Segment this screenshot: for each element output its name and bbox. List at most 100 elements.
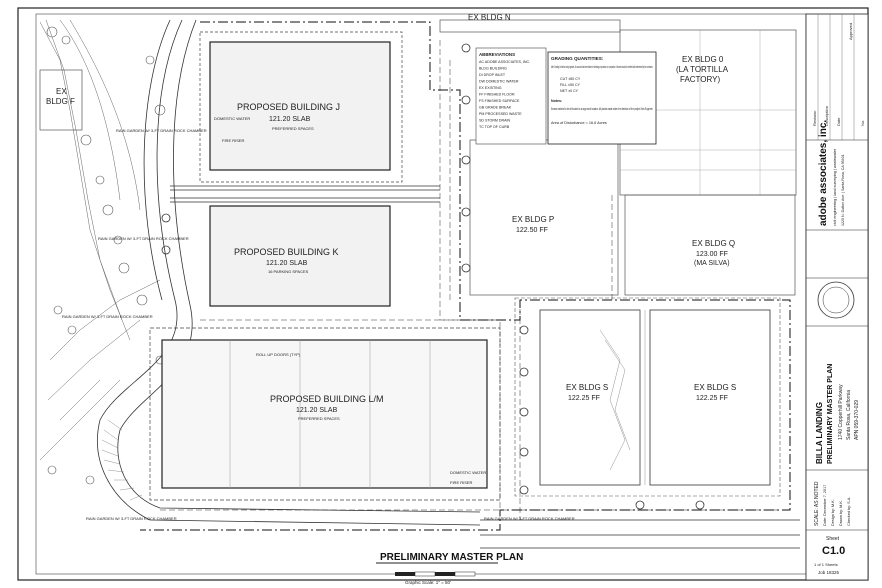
sheet-number: C1.0 xyxy=(822,545,845,557)
sheet-of: 1 of 1 Sheets xyxy=(814,562,838,567)
ex-bldg-s-left-name: EX BLDG S xyxy=(566,383,608,392)
building-k-name: PROPOSED BUILDING K xyxy=(234,247,339,257)
ex-bldg-n-outline xyxy=(439,19,621,33)
ex-bldg-p-name: EX BLDG P xyxy=(512,215,554,224)
existing-topo-lines xyxy=(39,19,161,461)
ex-bldg-f-label-2: BLDG F xyxy=(46,97,75,106)
ex-bldg-s-details xyxy=(599,310,646,485)
copperhill-parkway xyxy=(480,519,800,549)
domestic-water-callout: DOMESTIC WATER xyxy=(214,116,250,121)
ex-bldg-o-label-2: (LA TORTILLA xyxy=(676,65,729,74)
ex-bldg-s-setback xyxy=(514,297,781,497)
graphic-scale-label: Graphic Scale: 1" = 50' xyxy=(405,580,451,585)
ex-bldg-s-right-ff: 122.25 FF xyxy=(696,395,728,402)
firm-name: adobe associates, inc. xyxy=(818,120,829,226)
building-lm-outline xyxy=(161,339,488,489)
rain-garden-callout-4: RAIN GARDEN W/ 3-FT DRAIN ROCK CHAMBER xyxy=(86,516,177,521)
abbreviation-item: SD STORM DRAIN xyxy=(479,119,510,123)
graphic-scale-bar xyxy=(395,571,476,577)
date-value: Date: December 7, 2017 xyxy=(823,485,827,526)
abbreviation-item: AC ADOBE ASSOCIATES, INC. xyxy=(479,60,530,64)
building-j-spaces: PREFERRED SPACES xyxy=(272,126,314,131)
rollup-doors-callout: ROLL UP DOORS (TYP) xyxy=(256,352,301,357)
grading-net: NET ±0 CY xyxy=(560,89,579,93)
ex-bldg-f-label-1: EX xyxy=(56,87,67,96)
rain-garden-callout-1: RAIN GARDEN W/ 3-FT DRAIN ROCK CHAMBER xyxy=(116,128,207,133)
grading-notes-head: Notes: xyxy=(551,99,562,103)
ex-bldg-q-outline xyxy=(624,194,796,296)
parking-stripes-left xyxy=(101,419,143,501)
drive-aisle-lines xyxy=(170,185,440,203)
ex-bldg-s-left-ff: 122.25 FF xyxy=(568,395,600,402)
building-k-outline xyxy=(209,205,391,307)
grading-cut: CUT ±50 CY xyxy=(560,77,581,81)
ex-bldg-q-ff: 123.00 FF xyxy=(696,251,728,258)
building-j-setback xyxy=(199,31,403,183)
drawing-title: PRELIMINARY MASTER PLAN xyxy=(380,552,523,563)
abbreviations-list: AC ADOBE ASSOCIATES, INC. BLDG BUILDING DI… xyxy=(479,60,530,129)
ex-bldg-q-name: EX BLDG Q xyxy=(692,239,735,248)
checked-by: Checked by: S.A. xyxy=(847,497,851,526)
sheet-border xyxy=(17,7,869,581)
ex-bldg-p-ff: 122.50 FF xyxy=(516,227,548,234)
building-lm-spaces: PREFERRED SPACES xyxy=(298,416,340,421)
ex-bldg-n-label: EX BLDG N xyxy=(468,13,511,22)
sheet-label: Sheet xyxy=(826,536,840,542)
building-lm-slab: 121.20 SLAB xyxy=(296,407,338,414)
firm-subtitle: civil engineering | land surveying | was… xyxy=(833,148,837,226)
project-name: BILLA LANDING xyxy=(815,402,824,464)
ex-bldg-s-right-name: EX BLDG S xyxy=(694,383,736,392)
abbreviation-item: EX EXISTING xyxy=(479,86,502,90)
description-label: Description xyxy=(824,106,829,126)
abbreviations-box xyxy=(475,47,547,145)
building-k-spaces: 16 PARKING SPACES xyxy=(268,269,309,274)
ex-bldg-f-outline xyxy=(39,69,83,131)
ex-bldg-o-label-3: FACTORY) xyxy=(680,75,720,84)
drawing-frame xyxy=(35,13,807,575)
grading-area: Area of Disturbance = 16.6 Acres xyxy=(551,121,607,125)
abbreviation-item: DW DOMESTIC WATER xyxy=(479,80,519,84)
design-by: Design by: M.K. xyxy=(831,499,835,526)
approved-label: Approved xyxy=(848,23,853,40)
abbreviation-item: BLDG BUILDING xyxy=(479,67,507,71)
title-block xyxy=(805,13,869,581)
project-apn: APN 059-370-029 xyxy=(854,400,860,440)
manhole-symbols xyxy=(161,43,705,510)
abbreviations-heading: ABBREVIATIONS xyxy=(479,52,515,57)
grading-fill: FILL ±50 CY xyxy=(560,83,581,87)
project-address-2: Santa Rosa, California xyxy=(846,390,852,440)
job-number: Job 18325 xyxy=(818,570,840,575)
ex-bldg-q-sub: (MA SILVA) xyxy=(694,260,730,267)
engineer-seal xyxy=(817,281,855,319)
building-lm-grid xyxy=(229,340,431,488)
drawn-by: Drawn by: M.K. xyxy=(839,500,843,526)
no-label: No. xyxy=(860,120,865,126)
scale-note: SCALE: AS NOTED xyxy=(814,481,820,526)
domestic-water-callout-2: DOMESTIC WATER xyxy=(450,470,486,475)
abbreviation-item: DI DROP INLET xyxy=(479,73,506,77)
project-sheet-title: PRELIMINARY MASTER PLAN xyxy=(827,364,834,464)
fire-riser-callout-2: FIRE RISER xyxy=(450,480,473,485)
grading-note-1: After Grading is finished, adopt grades.… xyxy=(551,65,653,69)
building-j-name: PROPOSED BUILDING J xyxy=(237,102,340,112)
abbreviation-item: FS FINISHED SURFACE xyxy=(479,99,520,103)
rain-garden-callout-2: RAIN GARDEN W/ 3-FT DRAIN ROCK CHAMBER xyxy=(98,236,189,241)
grading-box xyxy=(547,51,657,145)
date-label: Date xyxy=(836,117,841,126)
abbreviation-item: GB GRADE BREAK xyxy=(479,106,512,110)
firm-address: 1220 N. Dutton Ave. | Santa Rosa, CA 954… xyxy=(841,154,845,226)
ex-bldg-s-right-outline xyxy=(649,309,771,486)
building-j-slab: 121.20 SLAB xyxy=(269,116,311,123)
abbreviation-item: TC TOP OF CURB xyxy=(479,125,510,129)
grading-heading: GRADING QUANTITIES: xyxy=(551,56,604,61)
rain-garden-callout-5: RAIN GARDEN W/ 3-FT DRAIN ROCK CHAMBER xyxy=(484,516,575,521)
building-lm-name: PROPOSED BUILDING L/M xyxy=(270,394,384,404)
project-address-1: 1740 Copperhill Parkway xyxy=(838,384,844,440)
abbreviation-item: PM PROCESSED WASTE xyxy=(479,112,522,116)
abbreviation-item: FF FINISHED FLOOR xyxy=(479,93,515,97)
fire-riser-callout: FIRE RISER xyxy=(222,138,245,143)
grading-note-2: Excess material to be off-hauled to an a… xyxy=(551,107,653,111)
building-k-slab: 121.20 SLAB xyxy=(266,260,308,267)
revision-label: Revision xyxy=(812,111,817,126)
